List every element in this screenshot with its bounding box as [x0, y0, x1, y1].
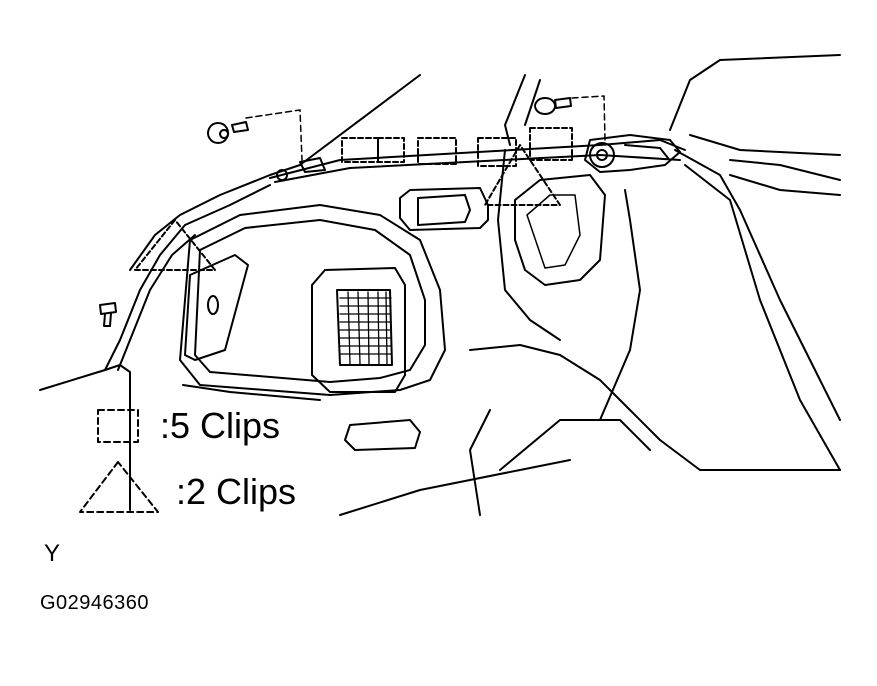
legend-symbols [79, 409, 159, 513]
figure-id: G02946360 [40, 592, 150, 614]
interior-lamp [399, 187, 489, 231]
legend-square-icon [97, 409, 139, 443]
legend-triangle-label: :2 Clips [176, 471, 297, 512]
clip-markers-triangle [134, 144, 561, 271]
rear-window-frame [504, 54, 841, 471]
fastener-leader-lines [245, 95, 606, 161]
clip-marker-square [529, 127, 573, 161]
screw-icon [534, 97, 572, 115]
clip-fastener-icon [99, 302, 117, 327]
clip-marker-triangle [134, 219, 216, 271]
clip-marker-square [417, 137, 457, 165]
lower-pocket [344, 419, 421, 451]
upper-trim-edge [269, 139, 686, 183]
c-pillar-trim [39, 74, 421, 511]
view-code: Y [44, 540, 61, 567]
screw-icon [207, 121, 249, 144]
clip-markers-square [341, 127, 573, 167]
seatbelt-anchor [584, 134, 681, 173]
legend-triangle-icon [79, 461, 159, 513]
clip-marker-square [377, 137, 405, 163]
quarter-trim-panel [179, 204, 446, 401]
legend-square-label: :5 Clips [160, 405, 281, 446]
speaker-grille [311, 267, 406, 393]
clip-marker-triangle [484, 144, 561, 206]
wheel-housing [339, 149, 841, 516]
